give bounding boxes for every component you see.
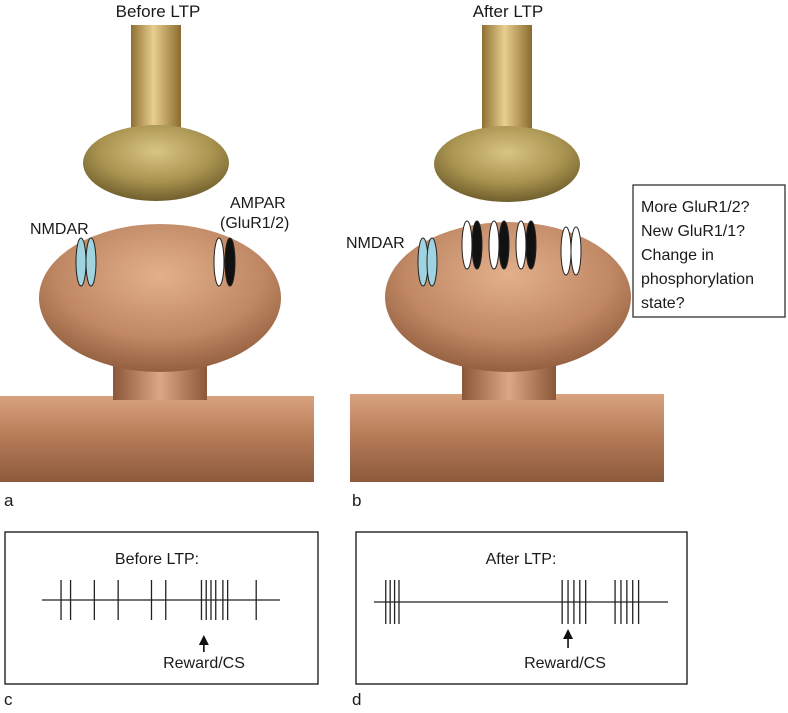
ampar-receptor-new xyxy=(560,226,582,276)
ampar-receptor xyxy=(515,220,537,270)
nmdar-label: NMDAR xyxy=(30,221,89,238)
panel-letter-a: a xyxy=(4,491,14,510)
ampar-receptor xyxy=(488,220,510,270)
reward-cs-label: Reward/CS xyxy=(163,655,245,672)
panel-a-title: Before LTP xyxy=(116,2,201,21)
presynaptic-terminal xyxy=(83,125,229,201)
ampar-label: AMPAR xyxy=(230,195,286,212)
question-line: Change in xyxy=(641,247,714,264)
panel-letter-b: b xyxy=(352,491,361,510)
question-line: phosphorylation xyxy=(641,271,754,288)
question-line: state? xyxy=(641,295,685,312)
presynaptic-terminal xyxy=(434,126,580,202)
panel-a: Before LTP NMDAR AMPAR (GluR1/2) a xyxy=(0,2,314,510)
panel-c: Before LTP: Reward/CS c xyxy=(4,531,319,709)
panel-letter-c: c xyxy=(4,690,13,709)
dendrite-shaft xyxy=(0,396,314,482)
question-box: More GluR1/2? New GluR1/1? Change in pho… xyxy=(632,184,786,318)
panel-letter-d: d xyxy=(352,690,361,709)
ampar-receptor xyxy=(461,220,483,270)
ampar-receptor xyxy=(213,237,236,287)
question-line: New GluR1/1? xyxy=(641,223,745,240)
spike-train-box xyxy=(4,531,319,685)
reward-arrow-head xyxy=(563,629,574,639)
panel-d: After LTP: Reward/CS d xyxy=(352,531,688,709)
reward-arrow-head xyxy=(198,635,209,645)
question-line: More GluR1/2? xyxy=(641,199,750,216)
panel-b: After LTP NMDAR More GluR1/2? xyxy=(346,2,786,510)
spike-train-box xyxy=(355,531,688,685)
spike-train xyxy=(374,580,668,648)
spike-train-title: Before LTP: xyxy=(115,551,199,568)
ampar-subtype-label: (GluR1/2) xyxy=(220,215,289,232)
spike-train-title: After LTP: xyxy=(486,551,557,568)
nmdar-label: NMDAR xyxy=(346,235,405,252)
spine-head xyxy=(39,224,281,372)
dendrite-shaft xyxy=(350,394,664,482)
reward-cs-label: Reward/CS xyxy=(524,655,606,672)
nmdar-receptor xyxy=(75,237,97,287)
nmdar-receptor xyxy=(417,237,438,287)
panel-b-title: After LTP xyxy=(473,2,544,21)
spike-train xyxy=(42,580,280,652)
